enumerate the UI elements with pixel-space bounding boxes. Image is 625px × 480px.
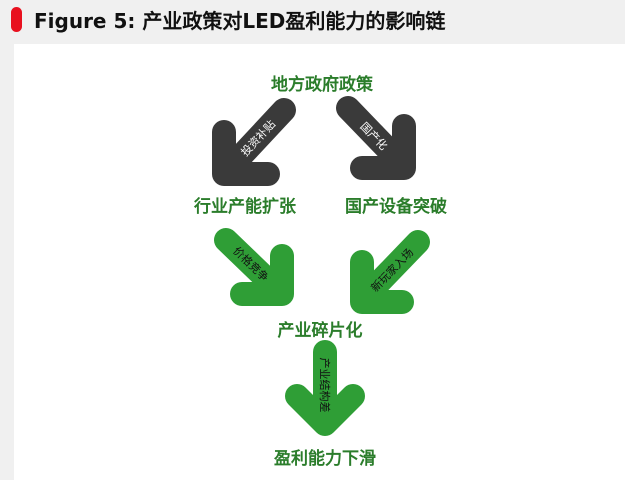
- arrow-new-players: [350, 230, 430, 314]
- arrow-subsidy: [212, 98, 296, 186]
- title-accent-bar: [11, 7, 22, 32]
- node-profitability-decline: 盈利能力下滑: [274, 449, 376, 469]
- arrow-price-war: [214, 228, 294, 306]
- node-capacity-expansion: 行业产能扩张: [194, 197, 296, 217]
- node-industry-fragmentation: 产业碎片化: [277, 321, 363, 341]
- node-local-government-policy: 地方政府政策: [271, 75, 373, 95]
- node-domestic-equipment: 国产设备突破: [345, 197, 447, 217]
- arrow-localization: [336, 96, 416, 180]
- arrow-poor-structure: [285, 340, 365, 436]
- figure-title: Figure 5: 产业政策对LED盈利能力的影响链: [34, 9, 446, 33]
- arrow-label-poor-structure: 产业结构差: [318, 358, 332, 413]
